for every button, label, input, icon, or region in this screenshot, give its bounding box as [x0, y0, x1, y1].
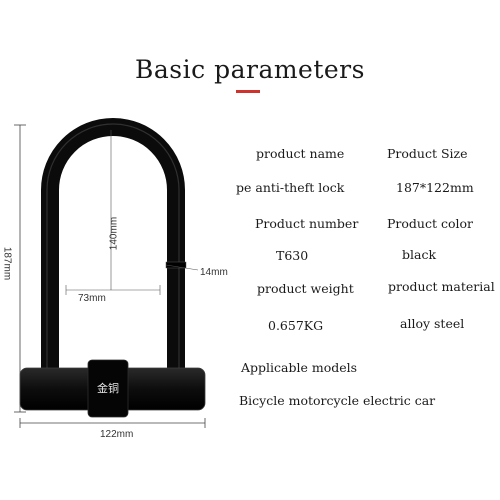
- dim-overall-height: 187mm: [1, 246, 13, 281]
- shackle: [41, 118, 185, 375]
- spec-product-number-label: Product number: [255, 216, 359, 231]
- lock-sleeve: [87, 359, 129, 418]
- spec-product-size-value: 187*122mm: [396, 180, 474, 195]
- dim-overall-width: 122mm: [100, 429, 134, 440]
- shackle-highlight: [46, 123, 180, 370]
- page-title: Basic parameters: [135, 55, 365, 84]
- dim-shackle-height: 140mm: [108, 216, 120, 251]
- dim-shackle-diameter: 14mm: [200, 267, 228, 278]
- spec-product-material-label: product material: [388, 279, 495, 294]
- spec-product-material-value: alloy steel: [400, 316, 465, 331]
- u-lock-illustration: [14, 118, 206, 428]
- spec-product-number-value: T630: [276, 248, 309, 263]
- spec-product-name-value: pe anti-theft lock: [236, 180, 345, 195]
- spec-product-weight-value: 0.657KG: [268, 318, 324, 333]
- lock-brand-text: 金铜: [97, 382, 119, 395]
- dim-inner-width: 73mm: [78, 293, 106, 304]
- spec-product-name-label: product name: [256, 146, 345, 161]
- title-underline: [236, 90, 260, 93]
- spec-product-size-label: Product Size: [387, 146, 468, 161]
- spec-applicable-models-label: Applicable models: [241, 360, 358, 375]
- spec-product-color-label: Product color: [387, 216, 473, 231]
- spec-product-weight-label: product weight: [257, 281, 354, 296]
- shackle-ring: [165, 261, 187, 269]
- spec-product-color-value: black: [402, 247, 437, 262]
- spec-applicable-models-value: Bicycle motorcycle electric car: [239, 393, 436, 408]
